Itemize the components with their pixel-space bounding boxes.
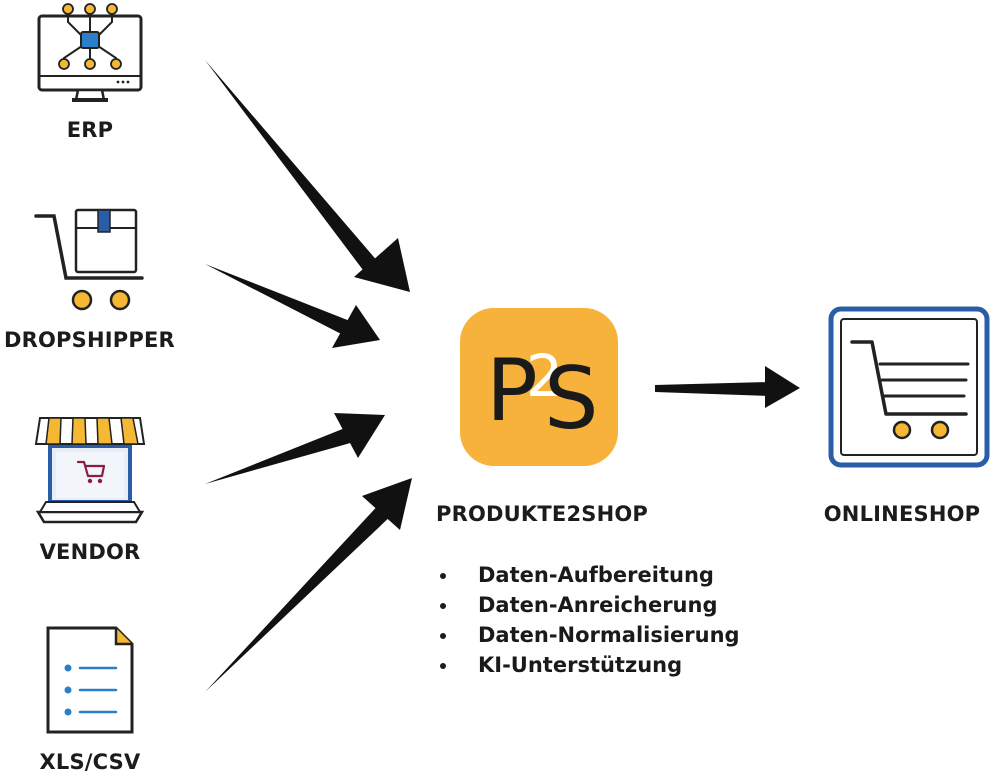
p2s-logo-icon: P 2 S [460, 308, 618, 466]
hub-label: PRODUKTE2SHOP [436, 502, 648, 526]
logo-letter-p: P [486, 341, 538, 441]
bullet [440, 573, 446, 579]
arrow-erp-to-hub [205, 60, 410, 292]
arrow-hub-to-onlineshop [655, 366, 800, 408]
arrow-dropshipper-to-hub [205, 264, 380, 348]
source-label-erp: ERP [66, 118, 114, 142]
source-label-xls: XLS/CSV [39, 750, 141, 774]
storefront-laptop-icon [34, 417, 146, 524]
erp-monitor-icon [37, 3, 143, 102]
feature-item: KI-Unterstützung [436, 650, 740, 680]
bullet [440, 603, 446, 609]
hub-feature-list: Daten-Aufbereitung Daten-Anreicherung Da… [436, 560, 740, 680]
logo-digit-2: 2 [526, 342, 563, 410]
arrow-vendor-to-hub [205, 413, 385, 484]
source-label-vendor: VENDOR [39, 540, 141, 564]
source-label-dropshipper: DROPSHIPPER [4, 328, 175, 352]
arrow-xls-to-hub [205, 478, 412, 692]
target-label-onlineshop: ONLINESHOP [823, 502, 981, 526]
feature-item: Daten-Aufbereitung [436, 560, 740, 590]
onlineshop-cart-icon [828, 306, 990, 468]
feature-item: Daten-Normalisierung [436, 620, 740, 650]
document-list-icon [46, 626, 134, 734]
bullet [440, 633, 446, 639]
bullet [440, 663, 446, 669]
logo-letter-s: S [544, 349, 599, 449]
feature-item: Daten-Anreicherung [436, 590, 740, 620]
shopping-cart-box-icon [34, 208, 144, 311]
